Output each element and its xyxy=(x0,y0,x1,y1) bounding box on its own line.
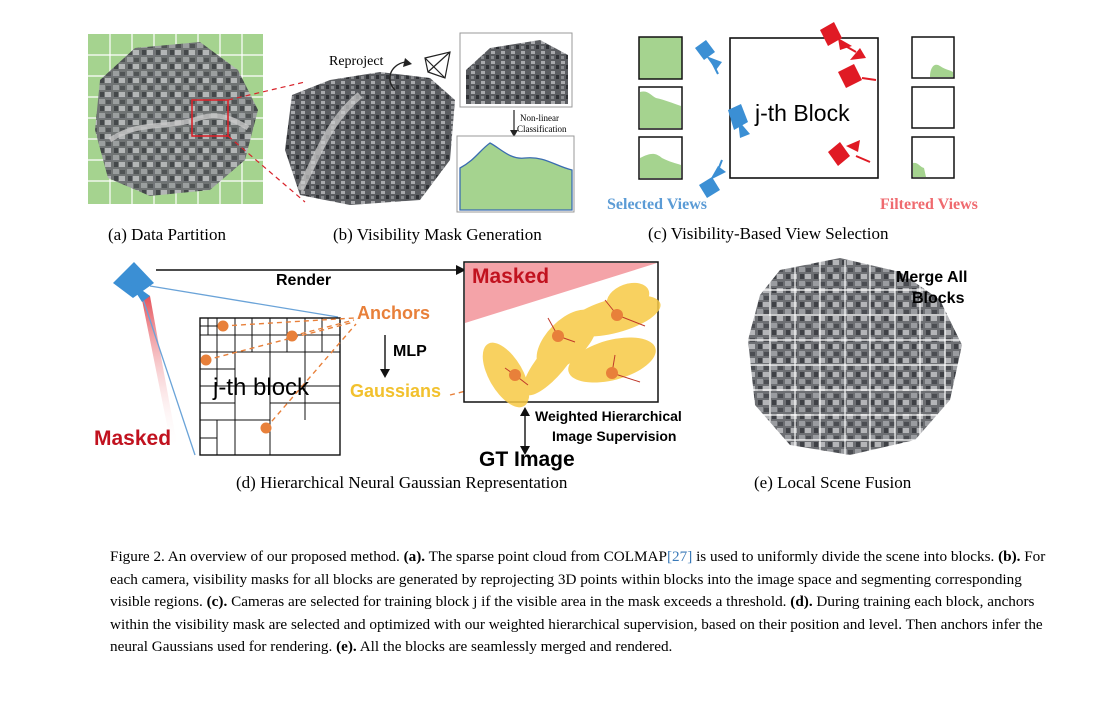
nonlinear-label-2: Classification xyxy=(517,124,567,134)
caption-d-text: During training each block, anchors with… xyxy=(110,593,1043,656)
filtered-view-thumb-2 xyxy=(911,86,955,129)
caption-a-text-2: is used to uniformly divide the scene in… xyxy=(696,548,995,565)
panel-d-gaussian-representation xyxy=(113,261,661,456)
supervision-label-2: Image Supervision xyxy=(552,428,677,444)
caption-a: (a) Data Partition xyxy=(108,225,227,244)
merge-label-2: Blocks xyxy=(912,290,965,307)
filtered-views-label: Filtered Views xyxy=(880,196,978,213)
caption-c: (c) Visibility-Based View Selection xyxy=(648,224,889,243)
j-th-block-label: j-th Block xyxy=(755,100,850,126)
caption-e-label: (e). xyxy=(336,638,357,656)
render-label: Render xyxy=(276,272,332,289)
render-camera-icon xyxy=(113,262,154,302)
j-th-block-frame xyxy=(729,37,879,179)
merged-block-grid xyxy=(748,260,965,455)
caption-e: (e) Local Scene Fusion xyxy=(754,473,912,492)
caption-d: (d) Hierarchical Neural Gaussian Represe… xyxy=(236,473,568,492)
masked-frustum-gradient xyxy=(140,290,178,450)
merged-city-point-cloud xyxy=(748,258,962,455)
anchor-dashed-links xyxy=(205,317,471,429)
selected-block-highlight xyxy=(191,99,229,137)
panel-b-mask-generation xyxy=(285,32,575,213)
gt-image-label: GT Image xyxy=(479,448,575,471)
panel-c-view-selection xyxy=(638,22,955,198)
caption-c-label: (c). xyxy=(206,593,228,611)
anchors-label: Anchors xyxy=(357,303,431,323)
masked-left-label: Masked xyxy=(94,427,172,450)
hierarchical-block-grid xyxy=(199,317,341,456)
reproject-label: Reproject xyxy=(329,54,384,69)
gaussians-label: Gaussians xyxy=(350,381,442,401)
caption-citation-link[interactable]: [27] xyxy=(666,548,693,565)
caption-b-label: (b). xyxy=(998,548,1021,565)
masked-region xyxy=(465,263,657,323)
gaussian-anchor-points xyxy=(504,299,646,386)
nonlinear-label-1: Non-linear xyxy=(520,113,559,123)
camera-frustum-icon xyxy=(424,51,451,79)
panel-e-scene-fusion xyxy=(748,258,965,455)
selected-view-thumb-1 xyxy=(638,36,683,80)
caption-c-text: Cameras are selected for training block … xyxy=(231,593,787,611)
caption-a-text-1: The sparse point cloud from COLMAP xyxy=(428,548,667,565)
filtered-camera-icon xyxy=(820,22,877,166)
masked-right-label: Masked xyxy=(472,265,550,288)
supervision-label-1: Weighted Hierarchical xyxy=(535,408,682,424)
merge-label-1: Merge All xyxy=(896,269,968,286)
caption-e-text: All the blocks are seamlessly merged and… xyxy=(359,638,673,656)
caption-a-label: (a). xyxy=(403,548,426,565)
caption-prefix: Figure 2. An overview of our proposed me… xyxy=(110,548,400,565)
figure-caption: Figure 2. An overview of our proposed me… xyxy=(110,546,1060,659)
caption-d-label: (d). xyxy=(790,593,813,611)
selected-camera-icon xyxy=(695,40,750,198)
caption-b: (b) Visibility Mask Generation xyxy=(333,225,542,244)
panel-a-data-partition xyxy=(88,34,306,204)
selected-views-label: Selected Views xyxy=(607,196,707,213)
caption-b-text: For each camera, visibility masks for al… xyxy=(110,548,1046,611)
figure-canvas xyxy=(88,22,965,456)
city-point-cloud xyxy=(95,42,258,196)
block-point-cloud xyxy=(285,72,455,205)
neural-gaussians xyxy=(482,282,661,408)
mlp-label: MLP xyxy=(393,343,427,360)
block-label: j-th block xyxy=(213,374,310,401)
